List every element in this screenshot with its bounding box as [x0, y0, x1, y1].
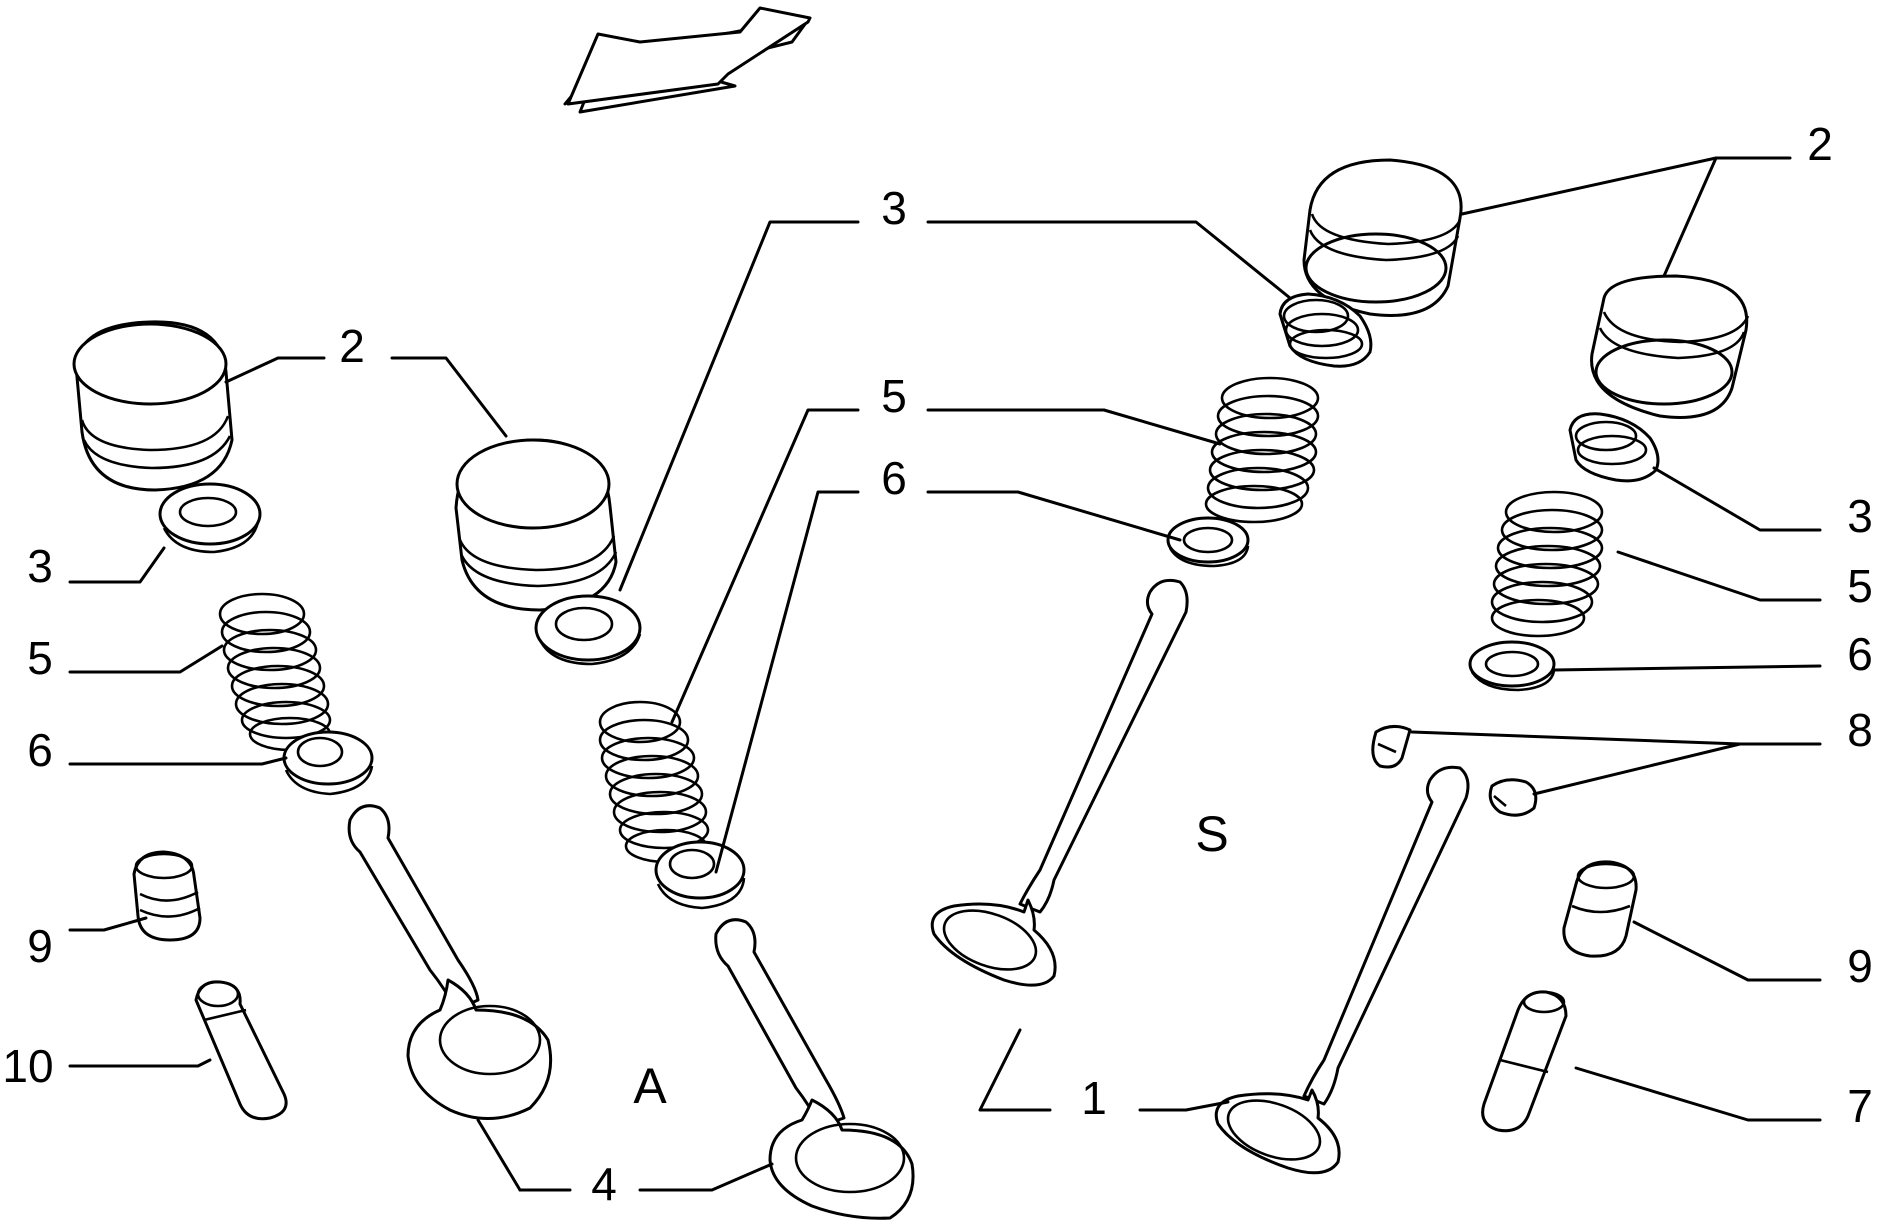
callout-9-left: 9 [27, 920, 53, 972]
spring-seat-right-second [1468, 640, 1556, 692]
group-label-s: S [1195, 806, 1228, 862]
callout-2-right: 2 [1807, 118, 1833, 170]
callout-6-left: 6 [27, 724, 53, 776]
callout-labels: 2 3 5 6 9 10 4 3 5 6 2 3 5 6 8 9 7 1 [2, 118, 1872, 1210]
valve-keeper-right [1488, 778, 1538, 817]
bucket-tappet-right-second [1590, 274, 1750, 419]
shim-mid [534, 594, 642, 666]
callout-3-right: 3 [1847, 490, 1873, 542]
callout-9-right: 9 [1847, 940, 1873, 992]
valve-stem-seal-right-second [1568, 412, 1660, 483]
callout-1: 1 [1081, 1072, 1107, 1124]
spring-retainer-left [282, 730, 374, 796]
callout-5-left: 5 [27, 632, 53, 684]
callout-2-left: 2 [339, 320, 365, 372]
valve-mid [714, 918, 915, 1220]
valve-right-lower [1214, 765, 1470, 1175]
valve-spring-right-second [1490, 490, 1604, 638]
group-label-a: A [633, 1058, 667, 1114]
valve-guide-right [1481, 990, 1568, 1133]
callout-10-left: 10 [2, 1040, 53, 1092]
bucket-tappet-left [72, 320, 234, 492]
bucket-tappet-mid [454, 438, 618, 612]
spring-retainer-mid [654, 840, 746, 910]
callout-5-right: 5 [1847, 560, 1873, 612]
callout-5-mid: 5 [881, 370, 907, 422]
valve-keeper-left [1371, 725, 1412, 769]
leader-lines [68, 156, 1822, 1192]
valve-left [347, 804, 553, 1120]
oil-seal-right [1562, 860, 1638, 958]
callout-3-mid: 3 [881, 182, 907, 234]
valve-spring-left [218, 592, 332, 752]
direction-arrow-icon [563, 6, 812, 114]
valve-spring-mid [598, 700, 710, 864]
callout-4: 4 [591, 1158, 617, 1210]
valve-stem-seal-right-top [1278, 292, 1373, 368]
valve-spring-right-top [1204, 376, 1320, 524]
valve-guide-left [194, 980, 288, 1121]
shim-left [158, 482, 262, 554]
valve-right-upper [930, 578, 1189, 987]
callout-6-right: 6 [1847, 628, 1873, 680]
callout-6-mid: 6 [881, 452, 907, 504]
callout-8-right: 8 [1847, 704, 1873, 756]
oil-seal-left [132, 850, 202, 942]
callout-3-left: 3 [27, 540, 53, 592]
callout-7-right: 7 [1847, 1080, 1873, 1132]
spring-seat-right-top [1166, 516, 1250, 568]
bucket-tappet-right-top [1302, 158, 1463, 317]
